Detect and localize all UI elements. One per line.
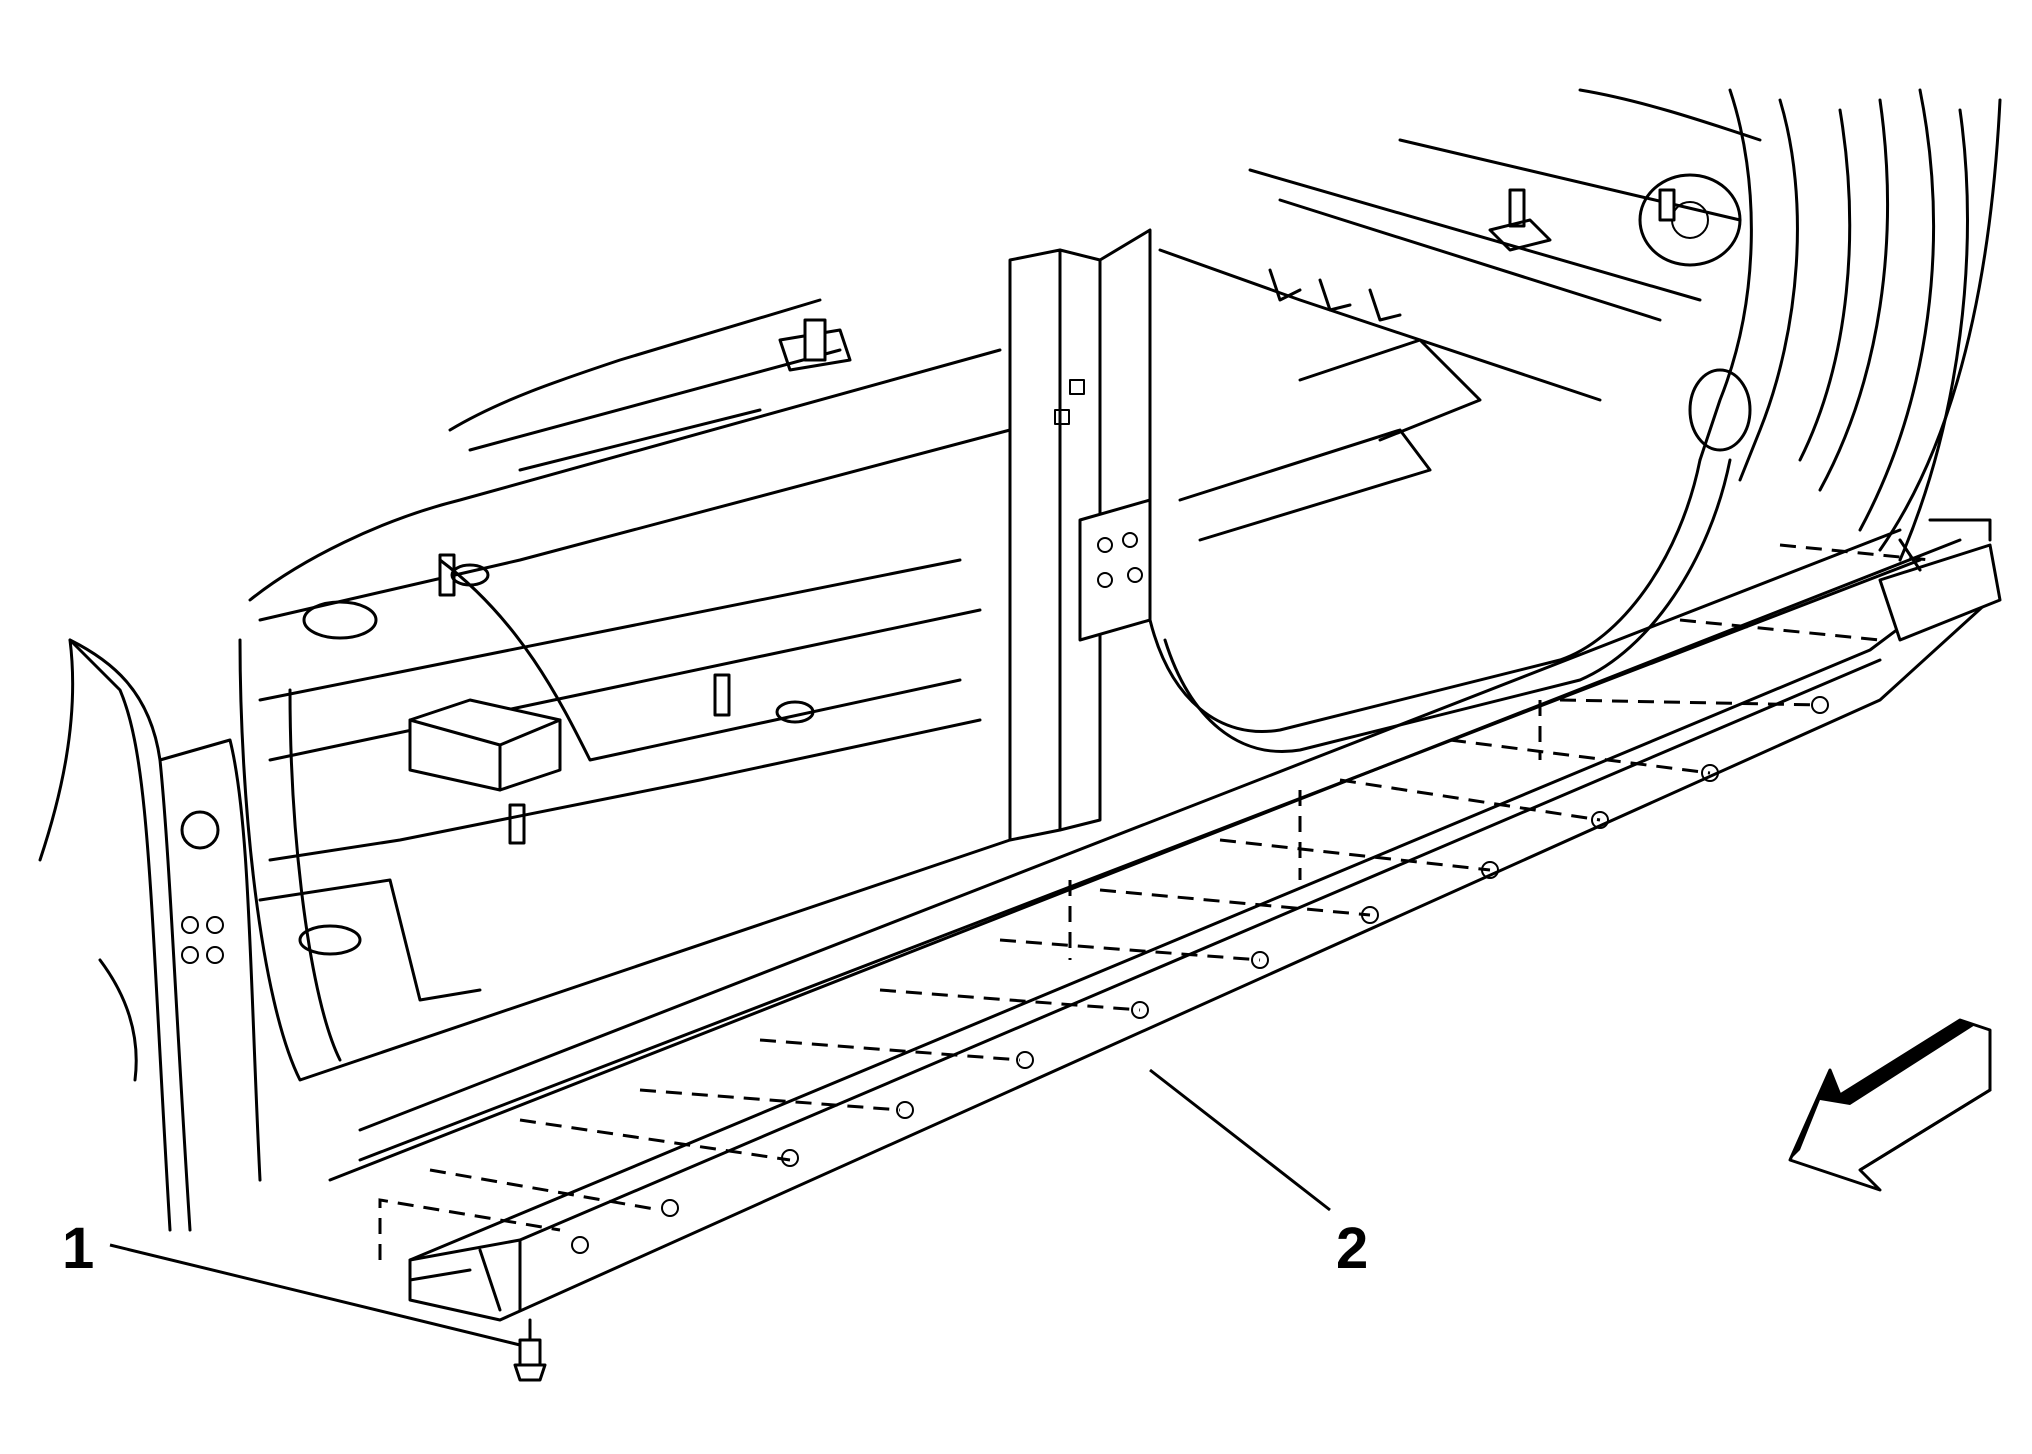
vehicle-body-structure [38, 88, 2002, 1232]
callout-label-1: 1 [62, 1216, 94, 1281]
callout-leader-1 [109, 1243, 521, 1347]
rocker-panel-molding [378, 538, 2002, 1322]
fastener-screw [513, 1318, 547, 1382]
assembly-guide-lines [378, 543, 1931, 1260]
front-direction-arrow-icon [1788, 1018, 1992, 1192]
callout-leader-2 [1149, 1068, 1331, 1212]
callout-label-2: 2 [1336, 1216, 1368, 1281]
